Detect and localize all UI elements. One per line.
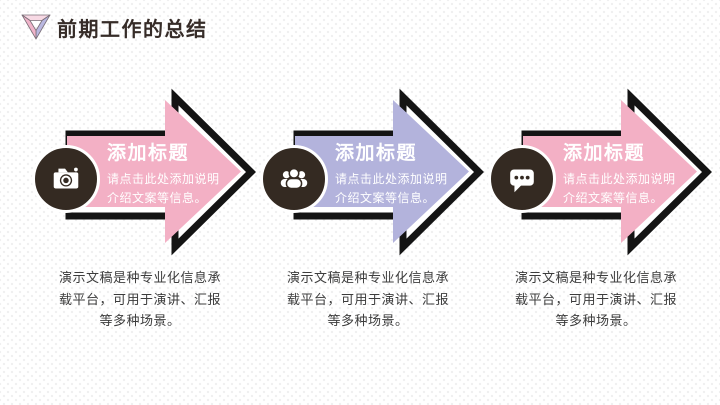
caption-line: 等多种场景。: [555, 313, 637, 328]
caption-line: 演示文稿是种专业化信息承: [286, 270, 449, 285]
step-description-placeholder[interactable]: 请点击此处添加说明 介绍文案等信息。: [563, 170, 708, 208]
step-text-block: 添加标题 请点击此处添加说明 介绍文案等信息。: [335, 142, 480, 208]
step-title-placeholder[interactable]: 添加标题: [107, 143, 190, 164]
caption-line: 演示文稿是种专业化信息承: [514, 270, 677, 285]
arrow-shape: [67, 100, 241, 243]
step-description-placeholder[interactable]: 请点击此处添加说明 介绍文案等信息。: [107, 170, 252, 208]
step-icon-circle: [260, 145, 328, 213]
caption-line: 等多种场景。: [327, 313, 409, 328]
caption-line: 等多种场景。: [99, 313, 181, 328]
penrose-triangle-logo-icon: [21, 14, 51, 40]
caption-line: 演示文稿是种专业化信息承: [58, 270, 221, 285]
caption-line: 载平台，可用于演讲、汇报: [286, 291, 449, 307]
process-step-1: 添加标题 请点击此处添加说明 介绍文案等信息。: [25, 88, 256, 256]
step-icon-circle: [32, 145, 100, 213]
process-step-3: 添加标题 请点击此处添加说明 介绍文案等信息。: [481, 88, 712, 256]
chat-bubble-icon: [510, 169, 534, 193]
step-desc-line: 介绍文案等信息。: [563, 191, 664, 205]
step-desc-line: 介绍文案等信息。: [107, 191, 208, 205]
step-desc-line: 请点击此处添加说明: [563, 172, 676, 186]
arrow-shape: [523, 100, 697, 243]
step-desc-line: 请点击此处添加说明: [335, 172, 448, 186]
caption-line: 载平台，可用于演讲、汇报: [514, 291, 677, 307]
process-step-2: 添加标题 请点击此处添加说明 介绍文案等信息。: [253, 88, 484, 256]
step-text-block: 添加标题 请点击此处添加说明 介绍文案等信息。: [107, 142, 252, 208]
step-desc-line: 介绍文案等信息。: [335, 191, 436, 205]
step-icon-circle: [488, 145, 556, 213]
caption-line: 载平台，可用于演讲、汇报: [58, 291, 221, 307]
step-title-placeholder[interactable]: 添加标题: [335, 143, 418, 164]
step-text-block: 添加标题 请点击此处添加说明 介绍文案等信息。: [563, 142, 708, 208]
step-title-placeholder[interactable]: 添加标题: [563, 143, 646, 164]
arrow-graphic-1: [65, 88, 256, 256]
step-desc-line: 请点击此处添加说明: [107, 172, 220, 186]
arrow-graphic-3: [521, 88, 712, 256]
arrow-shape: [295, 100, 469, 243]
arrow-graphic-2: [293, 88, 484, 256]
step-description-placeholder[interactable]: 请点击此处添加说明 介绍文案等信息。: [335, 170, 480, 208]
page-title: 前期工作的总结: [57, 19, 208, 41]
caption-text-2: 演示文稿是种专业化信息承 载平台，可用于演讲、汇报 等多种场景。: [282, 267, 454, 332]
caption-text-3: 演示文稿是种专业化信息承 载平台，可用于演讲、汇报 等多种场景。: [510, 267, 682, 332]
caption-text-1: 演示文稿是种专业化信息承 载平台，可用于演讲、汇报 等多种场景。: [54, 267, 226, 332]
people-icon: [280, 167, 308, 190]
camera-icon: [53, 167, 79, 189]
